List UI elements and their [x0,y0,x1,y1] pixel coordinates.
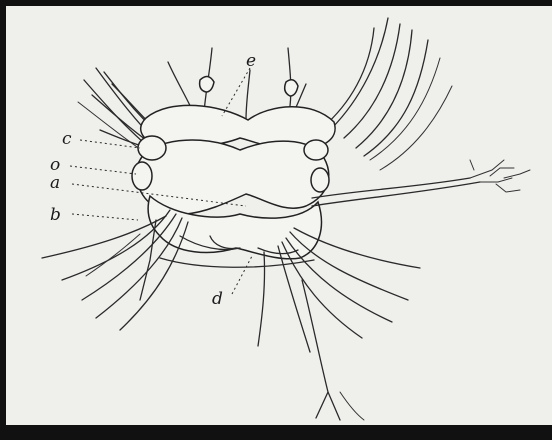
right-ganglion-lower [311,168,329,192]
label-a: a [50,173,60,193]
label-d: d [212,289,223,309]
label-c: c [62,129,72,149]
dark-frame-bottom [0,425,552,440]
ganglion-o [132,162,152,190]
right-ganglion-upper [304,140,328,160]
label-b: b [50,205,61,225]
label-o: o [50,155,60,175]
ganglion-c [138,136,166,160]
label-e: e [246,51,256,71]
